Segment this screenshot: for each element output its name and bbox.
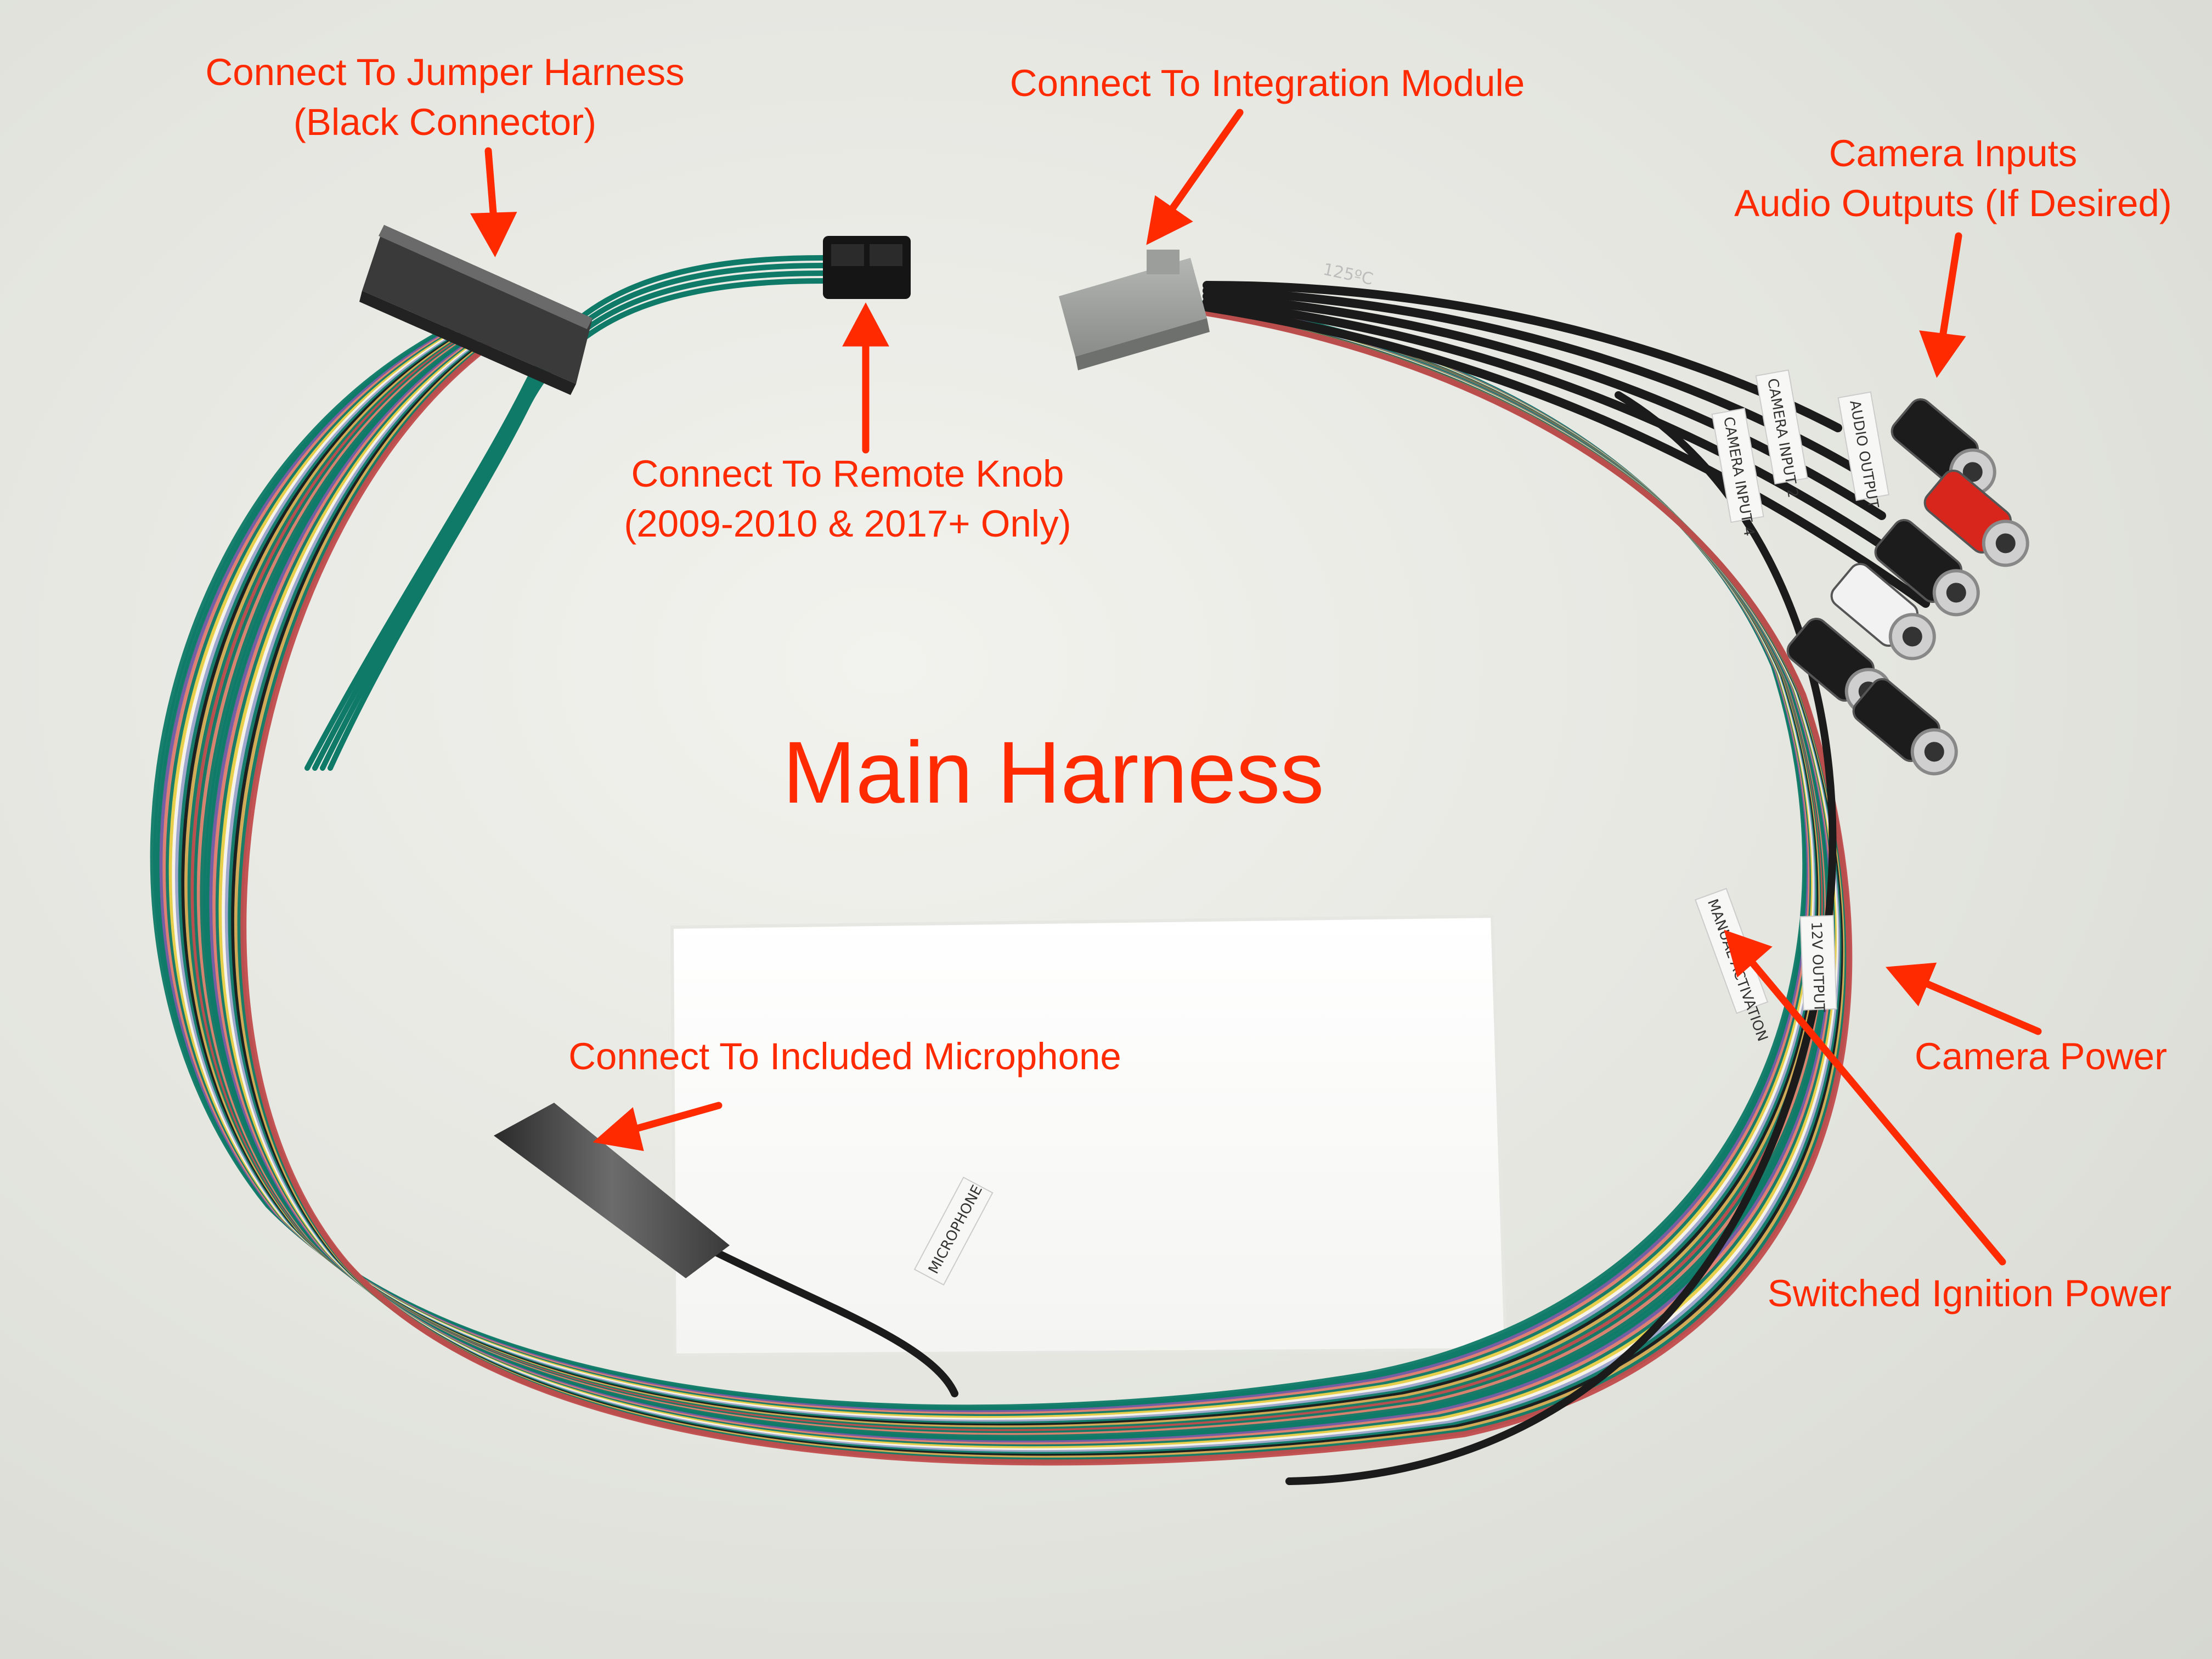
arrow-microphone (592, 1102, 723, 1152)
label-jumper-line2: (Black Connector) (293, 101, 597, 144)
arrow-ignition (1724, 929, 2006, 1266)
wire-bundle (150, 255, 1930, 1485)
label-camera-power: Camera Power (1887, 1031, 2194, 1081)
arrow-remote (842, 302, 889, 454)
main-title-text: Main Harness (782, 723, 1324, 821)
label-microphone-line1: Connect To Included Microphone (568, 1035, 1121, 1077)
label-jumper-line1: Connect To Jumper Harness (205, 51, 685, 93)
remote-knob-connector (823, 236, 911, 299)
integration-module-connector (1059, 250, 1210, 370)
label-ignition-power: Switched Ignition Power (1745, 1268, 2194, 1318)
label-camera-power-line1: Camera Power (1914, 1035, 2168, 1077)
label-microphone: Connect To Included Microphone (543, 1031, 1147, 1081)
svg-text:12V OUTPUT: 12V OUTPUT (1808, 921, 1827, 1012)
arrow-camera-power (1886, 962, 2042, 1035)
jumper-harness-connector (359, 225, 592, 395)
label-camera-inputs-line2: Audio Outputs (If Desired) (1734, 182, 2172, 225)
label-module-line1: Connect To Integration Module (1009, 62, 1525, 104)
annotation-arrows (470, 109, 2042, 1266)
label-integration-module: Connect To Integration Module (993, 58, 1542, 108)
arrow-camera-inputs (1919, 232, 1966, 378)
rca-connectors (1786, 398, 2029, 776)
label-jumper-harness: Connect To Jumper Harness (Black Connect… (190, 47, 700, 147)
label-camera-inputs-line1: Camera Inputs (1829, 132, 2078, 174)
label-remote-line1: Connect To Remote Knob (631, 453, 1064, 495)
main-title: Main Harness (757, 724, 1350, 821)
microphone-connector (494, 1103, 730, 1278)
arrow-module (1146, 109, 1244, 245)
arrow-jumper (470, 147, 517, 257)
label-ignition-line1: Switched Ignition Power (1767, 1272, 2172, 1314)
label-remote-knob: Connect To Remote Knob (2009-2010 & 2017… (606, 449, 1089, 549)
svg-text:125ºC: 125ºC (1321, 260, 1375, 289)
label-camera-inputs: Camera Inputs Audio Outputs (If Desired) (1717, 128, 2189, 228)
label-remote-line2: (2009-2010 & 2017+ Only) (624, 503, 1071, 545)
